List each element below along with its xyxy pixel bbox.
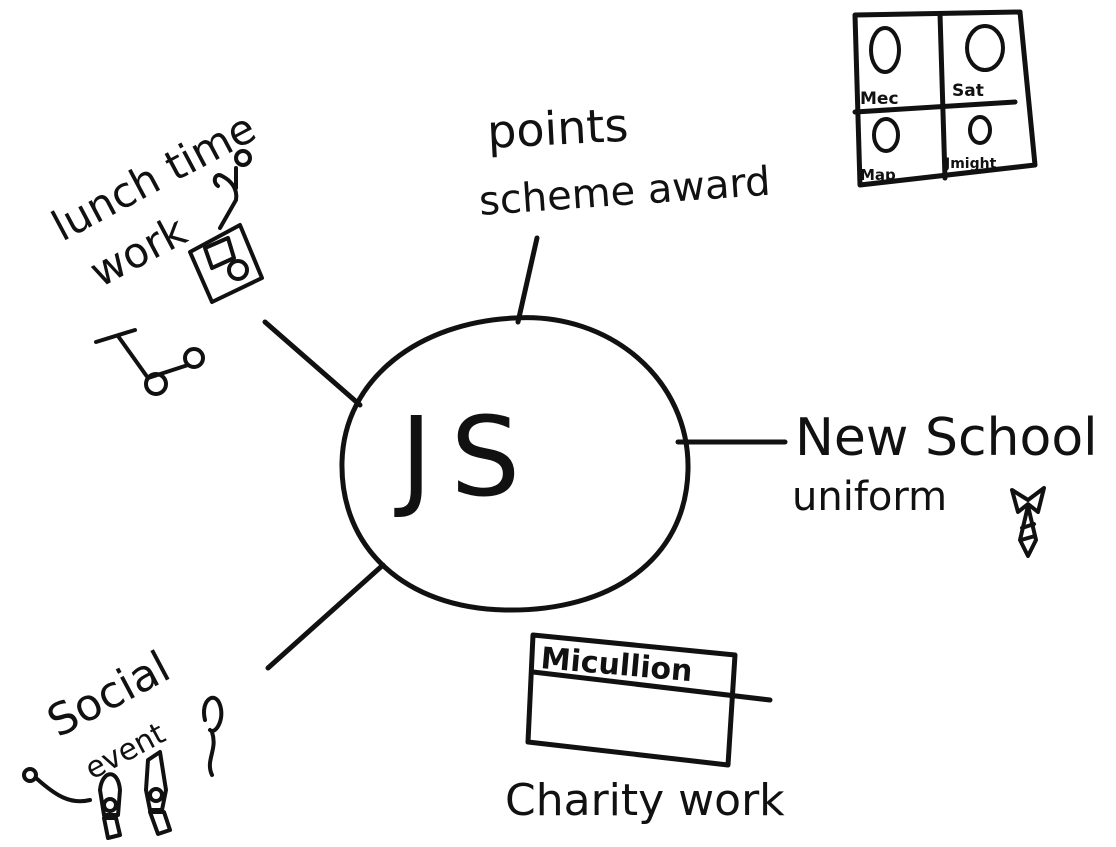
lunchbox-icon bbox=[188, 149, 264, 304]
points-line1: points bbox=[486, 98, 630, 159]
grid-label-1: Mec bbox=[860, 89, 899, 109]
center-label: JS bbox=[394, 393, 538, 521]
branch-points: points scheme award Mec Sat Map Jmight bbox=[477, 9, 1038, 225]
branch-uniform: New School uniform bbox=[792, 408, 1098, 558]
shoes-icon bbox=[98, 750, 172, 840]
grid-label-4: Jmight bbox=[944, 156, 997, 172]
branch-social: Social event bbox=[22, 641, 224, 840]
banner-icon: Micullion bbox=[525, 632, 773, 768]
scooter-icon bbox=[94, 328, 205, 396]
tie-icon bbox=[1010, 486, 1046, 558]
grid-label-3: Map bbox=[860, 166, 896, 184]
grid-label-2: Sat bbox=[952, 81, 984, 101]
connector-points bbox=[515, 235, 540, 325]
uniform-line1: New School bbox=[795, 408, 1098, 468]
points-grid-icon: Mec Sat Map Jmight bbox=[852, 9, 1038, 188]
connectors bbox=[262, 235, 788, 671]
balloon-icon bbox=[22, 695, 224, 804]
branch-lunch: lunch time work bbox=[44, 103, 264, 396]
points-line2: scheme award bbox=[477, 159, 771, 225]
charity-label: Charity work bbox=[505, 775, 785, 826]
uniform-line2: uniform bbox=[792, 474, 947, 520]
connector-lunch bbox=[262, 319, 363, 408]
connector-social bbox=[265, 562, 386, 671]
branch-charity: Micullion Charity work bbox=[505, 632, 785, 826]
center-node: JS bbox=[339, 315, 691, 613]
